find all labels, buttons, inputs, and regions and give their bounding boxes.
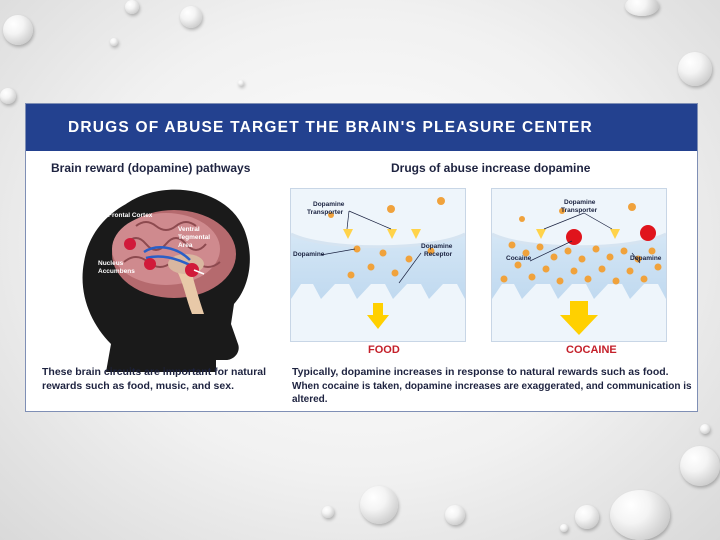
water-drop xyxy=(238,80,244,86)
water-drop xyxy=(110,38,118,46)
cocaine-transporter-label-2: Transporter xyxy=(561,207,598,214)
water-drop xyxy=(3,15,33,45)
label-frontal-cortex: Frontal Cortex xyxy=(108,212,153,219)
food-transporter-label-1: Dopamine xyxy=(313,201,345,208)
food-label: FOOD xyxy=(368,344,400,356)
water-drop xyxy=(360,486,398,524)
food-synapse-panel: Dopamine Transporter Dopamine Dopamine R… xyxy=(290,188,466,342)
label-nac-2: Accumbens xyxy=(98,268,135,275)
food-receptor-label-2: Receptor xyxy=(424,251,453,258)
label-vta-2: Tegmental xyxy=(178,234,211,241)
label-vta-3: Area xyxy=(178,242,193,249)
food-transporter-label-2: Transporter xyxy=(307,209,344,216)
cocaine-cocaine-label: Cocaine xyxy=(506,255,532,262)
water-drop xyxy=(180,6,202,28)
water-drop xyxy=(678,52,712,86)
right-header: Drugs of abuse increase dopamine xyxy=(391,161,591,175)
left-caption-line-1: These brain circuits are important for n… xyxy=(42,366,267,378)
water-drop xyxy=(610,490,670,540)
food-receptor-label-1: Dopamine xyxy=(421,243,453,250)
cocaine-transporter-label-1: Dopamine xyxy=(564,199,596,206)
left-caption-line-2: rewards such as food, music, and sex. xyxy=(42,380,234,392)
water-drop xyxy=(700,424,710,434)
label-nac-1: Nucleus xyxy=(98,260,124,267)
cocaine-synapse-panel: Dopamine Transporter Cocaine Dopamine xyxy=(491,188,667,342)
water-drop xyxy=(322,506,334,518)
banner-title: DRUGS OF ABUSE TARGET THE BRAIN'S PLEASU… xyxy=(26,104,697,151)
right-caption-line-1: Typically, dopamine increases in respons… xyxy=(292,366,669,378)
water-drop xyxy=(0,88,16,104)
water-drop xyxy=(445,505,465,525)
cocaine-dopamine-label: Dopamine xyxy=(630,255,662,262)
water-drop xyxy=(625,0,659,16)
label-vta-1: Ventral xyxy=(178,226,200,233)
cocaine-label: COCAINE xyxy=(566,344,617,356)
water-drop xyxy=(575,505,599,529)
food-dopamine-label: Dopamine xyxy=(293,251,325,258)
slide-figure: DRUGS OF ABUSE TARGET THE BRAIN'S PLEASU… xyxy=(25,103,698,412)
water-drop xyxy=(125,0,139,14)
right-caption-line-2: When cocaine is taken, dopamine increase… xyxy=(292,381,692,405)
brain-head-illustration xyxy=(82,189,250,372)
water-drop xyxy=(560,524,568,532)
left-header: Brain reward (dopamine) pathways xyxy=(51,161,251,175)
water-drop xyxy=(680,446,720,486)
